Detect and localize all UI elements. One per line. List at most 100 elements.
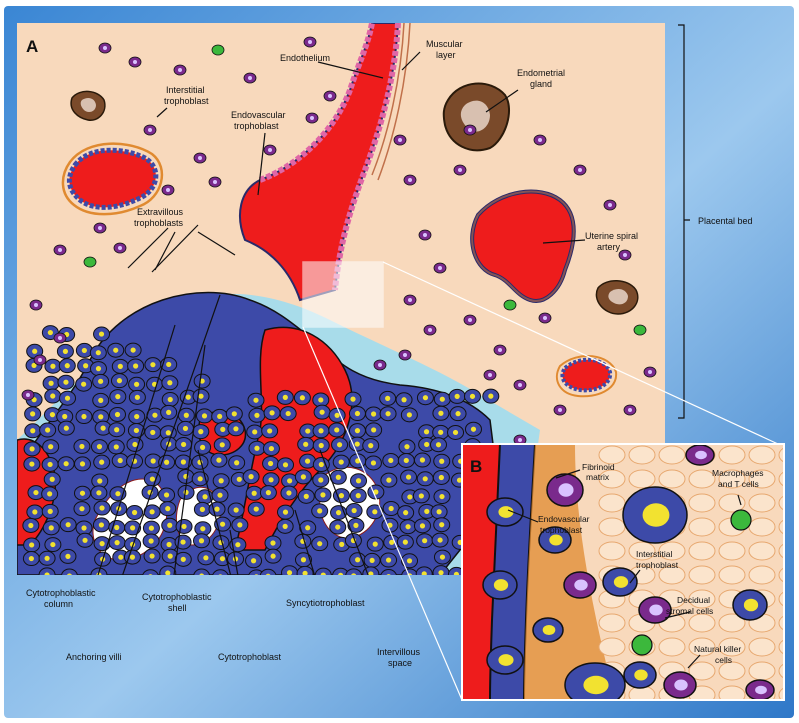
trophoblast-cell — [366, 504, 384, 520]
trophoblast-cell — [38, 567, 56, 575]
spiral-artery-main — [239, 23, 400, 302]
stromal-cell — [748, 541, 776, 561]
label-cytotrophoblast: Cytotrophoblast — [218, 652, 282, 662]
stromal-cell — [778, 519, 784, 535]
trophoblast-cell — [89, 345, 107, 361]
leader-lines-a — [97, 51, 586, 575]
trophoblast-cell — [262, 441, 280, 457]
trophoblast-cell — [379, 390, 397, 406]
trophoblast-cell — [41, 456, 59, 472]
trophoblast-cell — [146, 376, 164, 392]
trophoblast-cell — [56, 343, 74, 359]
trophoblast-cell — [92, 373, 110, 389]
trophoblast-cell — [277, 457, 295, 473]
trophoblast-cell — [366, 536, 384, 552]
trophoblast-cell — [430, 504, 448, 520]
trophoblast-cell — [382, 452, 400, 468]
trophoblast-cell — [262, 472, 280, 488]
trophoblast-cell — [127, 358, 145, 374]
trophoblast-cell — [247, 501, 265, 517]
trophoblast-cell — [93, 326, 111, 342]
endometrial-gland-small-right — [595, 280, 639, 315]
decidual-cell — [33, 354, 47, 366]
trophoblast-cell — [348, 423, 366, 439]
trophoblast-cell — [23, 456, 41, 472]
trophoblast-cell — [312, 472, 330, 488]
decidual-cell — [93, 222, 107, 234]
trophoblast-cell — [75, 376, 93, 392]
label-endovascular-trophoblast-2: trophoblast — [234, 121, 279, 131]
stromal-cell — [598, 541, 626, 561]
trophoblast-cell — [276, 504, 294, 520]
label-endovascular-b-2: trophoblast — [540, 525, 583, 535]
label-cytotrophoblastic-column-2: column — [44, 599, 73, 609]
stromal-cell — [748, 469, 776, 489]
trophoblast-cell — [128, 409, 146, 425]
trophoblast-cell — [448, 388, 466, 404]
decidual-small-cells — [21, 36, 657, 446]
trophoblast-cell — [279, 406, 297, 422]
trophoblast-cell — [212, 569, 229, 575]
decidual-cell — [623, 404, 637, 416]
trophoblast-cell — [211, 487, 229, 503]
artery-left — [66, 147, 159, 210]
trophoblast-cell — [311, 536, 329, 552]
trophoblast-cell — [42, 520, 60, 536]
trophoblast-cell — [382, 500, 400, 516]
trophoblast-cell — [432, 405, 450, 421]
stromal-cell — [718, 661, 746, 681]
trophoblast-cell — [400, 407, 418, 423]
stromal-cell — [778, 495, 784, 511]
endovascular-trophoblast-lining — [258, 23, 375, 183]
trophoblast-cell — [93, 500, 111, 516]
label-nk-2: cells — [715, 655, 732, 665]
trophoblast-cell — [429, 437, 447, 453]
trophoblast-cell — [314, 567, 332, 575]
label-interstitial-b-2: trophoblast — [636, 560, 679, 570]
trophoblast-cell — [212, 473, 230, 489]
decidual-cell — [463, 124, 477, 136]
trophoblast-cell — [74, 485, 92, 501]
trophoblast-cell — [144, 357, 162, 373]
trophoblast-cell — [293, 390, 311, 406]
trophoblast-cell — [415, 566, 433, 575]
stromal-cell — [688, 589, 716, 609]
decidual-cell — [573, 164, 587, 176]
zoom-line-1 — [382, 261, 779, 445]
trophoblast-cell — [24, 423, 42, 439]
trophoblast-cell — [297, 436, 315, 452]
trophoblast-cell — [108, 520, 126, 536]
trophoblast-cell — [112, 549, 130, 565]
trophoblast-cell — [193, 373, 211, 389]
trophoblast-cell — [141, 484, 159, 500]
stromal-cell — [748, 661, 776, 681]
trophoblast-cell — [262, 456, 280, 472]
trophoblast-cell — [22, 517, 40, 533]
stromal-cell — [718, 637, 746, 657]
trophoblast-cell — [433, 517, 451, 533]
label-syncytiotrophoblast: Syncytiotrophoblast — [286, 598, 365, 608]
trophoblast-cell — [123, 549, 141, 565]
trophoblast-cell — [447, 424, 465, 440]
trophoblast-cell — [91, 473, 109, 489]
zoom-region-box — [302, 261, 384, 328]
decidual-cell — [53, 332, 67, 344]
trophoblast-cell — [175, 436, 193, 452]
trophoblast-cell — [75, 342, 93, 358]
label-cytotrophoblastic-shell-2: shell — [168, 603, 187, 613]
trophoblast-cell — [142, 569, 159, 575]
trophoblast-cell — [128, 376, 146, 392]
trophoblast-cell — [313, 404, 331, 420]
stromal-cell — [718, 445, 746, 465]
trophoblast-cell — [161, 375, 179, 391]
trophoblast-cell — [463, 388, 481, 404]
trophoblast-cell — [345, 568, 363, 575]
trophoblast-cell — [380, 472, 398, 488]
trophoblast-cell — [263, 405, 281, 421]
trophoblast-cell — [350, 473, 368, 489]
label-cytotrophoblastic-shell-1: Cytotrophoblastic — [142, 592, 212, 602]
stromal-cell — [748, 517, 776, 537]
label-macrophages-2: and T cells — [718, 479, 759, 489]
inset-cell — [482, 570, 518, 600]
trophoblast-cell — [193, 501, 211, 517]
